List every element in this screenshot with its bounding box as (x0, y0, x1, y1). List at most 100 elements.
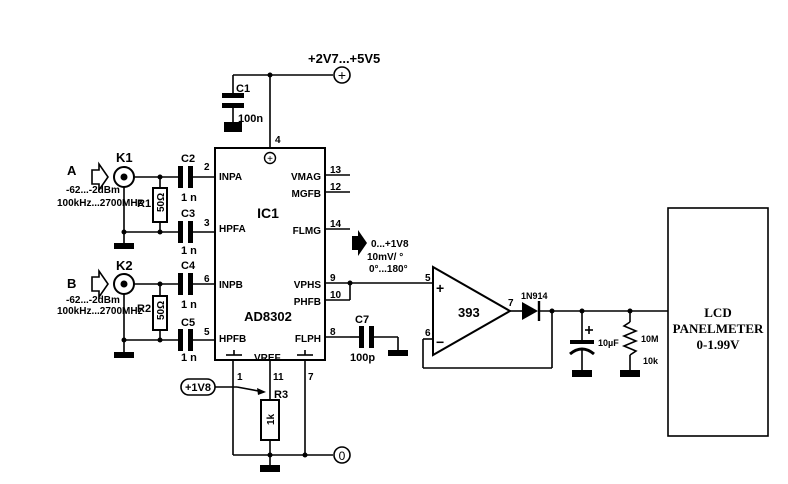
pin-name-vmag: VMAG (291, 172, 321, 183)
pin-name-mgfb: MGFB (292, 189, 321, 200)
phase-output-scale: 10mV/ ° (367, 252, 403, 263)
ic1-pin-4: 4 (275, 135, 281, 146)
comparator-pin-6: 6 (425, 328, 431, 339)
input-a-arrow (91, 161, 109, 193)
pin-num-10: 10 (330, 290, 342, 301)
ic1-ref: IC1 (257, 205, 279, 221)
c5-value: 1 n (181, 352, 197, 364)
pin-name-hpfb: HPFB (219, 334, 246, 345)
capacitor-c5 (178, 329, 215, 351)
supply-symbol: + (338, 67, 346, 83)
pin-name-hpfa: HPFA (219, 224, 246, 235)
supply-label: +2V7...+5V5 (308, 51, 380, 66)
comparator-minus: − (436, 334, 444, 350)
output-capacitor (569, 311, 595, 377)
pin-num-6: 6 (204, 274, 210, 285)
c4-ref: C4 (181, 260, 196, 272)
ic1-supply-marker-sign: + (267, 154, 273, 165)
r3-value: 1k (266, 413, 277, 425)
ground-terminal: 0 (333, 446, 351, 464)
pin-name-vref: VREF (254, 353, 281, 364)
phase-output-arrow (352, 230, 367, 256)
supply-rail (232, 72, 333, 148)
ic1-supply-marker (263, 151, 277, 165)
pin-num-14: 14 (330, 219, 342, 230)
capacitor-c1 (222, 93, 244, 132)
c2-ref: C2 (181, 153, 195, 165)
comparator (422, 265, 553, 369)
c5-ref: C5 (181, 317, 195, 329)
c7-ref: C7 (355, 314, 369, 326)
comparator-part: 393 (458, 305, 480, 320)
pin-num-1: 1 (237, 372, 243, 383)
capacitor-c2 (178, 166, 215, 188)
pin-name-inpa: INPA (219, 172, 242, 183)
connector-k2 (113, 273, 178, 358)
resistor-r3 (260, 399, 280, 441)
input-a-label: A (67, 163, 77, 178)
lcd-panelmeter-box (667, 207, 769, 437)
vref-label: +1V8 (185, 382, 211, 394)
pin-num-13: 13 (330, 165, 342, 176)
pin-name-flmg: FLMG (293, 226, 322, 237)
ic1-part: AD8302 (244, 309, 292, 324)
vref-terminal (180, 378, 216, 396)
capacitor-c7 (350, 326, 408, 356)
comparator-pin-7: 7 (508, 298, 514, 309)
input-b-label: B (67, 276, 76, 291)
r2-ref: R2 (137, 303, 151, 315)
k2-ref: K2 (116, 258, 133, 273)
resistor-r2 (152, 284, 168, 340)
output-resistor (620, 311, 640, 377)
capacitor-c3 (178, 221, 215, 243)
pin-num-2: 2 (204, 162, 210, 173)
c7-value: 100p (350, 352, 375, 364)
input-b-freq: 100kHz...2700MHz (57, 306, 143, 317)
meter-line3: 0-1.99V (697, 337, 741, 352)
c2-value: 1 n (181, 192, 197, 204)
feedback-node (549, 308, 555, 314)
output-res2-value: 10k (643, 356, 659, 366)
ic1-internal-ground-marks (226, 350, 313, 356)
c3-value: 1 n (181, 245, 197, 257)
pin-num-7: 7 (308, 372, 314, 383)
supply-terminal: + (333, 66, 351, 84)
r1-value: 50Ω (156, 193, 167, 212)
ground-terminal-symbol: 0 (339, 449, 346, 463)
input-b-arrow (91, 268, 109, 300)
pin-num-3: 3 (204, 218, 210, 229)
meter-line1: LCD (704, 305, 731, 320)
pin-name-phfb: PHFB (294, 297, 321, 308)
pin-num-5: 5 (204, 327, 210, 338)
input-a-freq: 100kHz...2700MHz (57, 198, 143, 209)
r2-value: 50Ω (156, 301, 167, 320)
r1-ref: R1 (137, 198, 151, 210)
k1-ref: K1 (116, 150, 133, 165)
output-res-value: 10M (641, 334, 659, 344)
vref-network (215, 360, 333, 472)
r3-ref: R3 (274, 389, 288, 401)
diode-1n914 (522, 301, 668, 321)
comparator-plus: + (436, 280, 444, 296)
pin-name-flph: FLPH (295, 334, 321, 345)
pin-num-8: 8 (330, 327, 336, 338)
pin-num-9: 9 (330, 273, 336, 284)
pin-name-inpb: INPB (219, 280, 243, 291)
pin-num-12: 12 (330, 182, 342, 193)
c4-value: 1 n (181, 299, 197, 311)
output-cap-value: 10µF (598, 338, 619, 348)
phase-output-angle: 0°...180° (369, 264, 408, 275)
meter-line2: PANELMETER (673, 321, 764, 336)
input-b-level: -62...-2dBm (66, 295, 120, 306)
comparator-pin-5: 5 (425, 273, 431, 284)
input-a-level: -62...-2dBm (66, 185, 120, 196)
c3-ref: C3 (181, 208, 195, 220)
pin-num-11: 11 (273, 372, 284, 383)
diode-part: 1N914 (521, 291, 548, 301)
capacitor-c4 (178, 273, 215, 295)
resistor-r1 (152, 177, 168, 232)
c1-ref: C1 (236, 83, 250, 95)
pin-name-vphs: VPHS (294, 280, 322, 291)
ic1-right-pin-leads (325, 174, 433, 338)
